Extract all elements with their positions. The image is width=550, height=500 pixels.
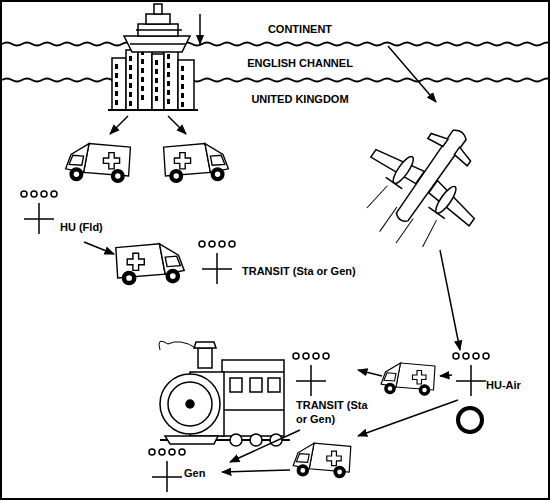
- hospital-label: HU-Air: [486, 378, 521, 392]
- region-label: CONTINENT: [265, 22, 335, 36]
- hospital-label: TRANSIT (Sta or Gen): [296, 398, 378, 426]
- hospital-label: TRANSIT (Sta or Gen): [242, 264, 356, 278]
- hospital-label: Gen: [184, 466, 205, 480]
- region-label: ENGLISH CHANNEL: [244, 56, 356, 70]
- hospital-label: HU (Fld): [60, 220, 103, 234]
- region-label: UNITED KINGDOM: [248, 92, 351, 106]
